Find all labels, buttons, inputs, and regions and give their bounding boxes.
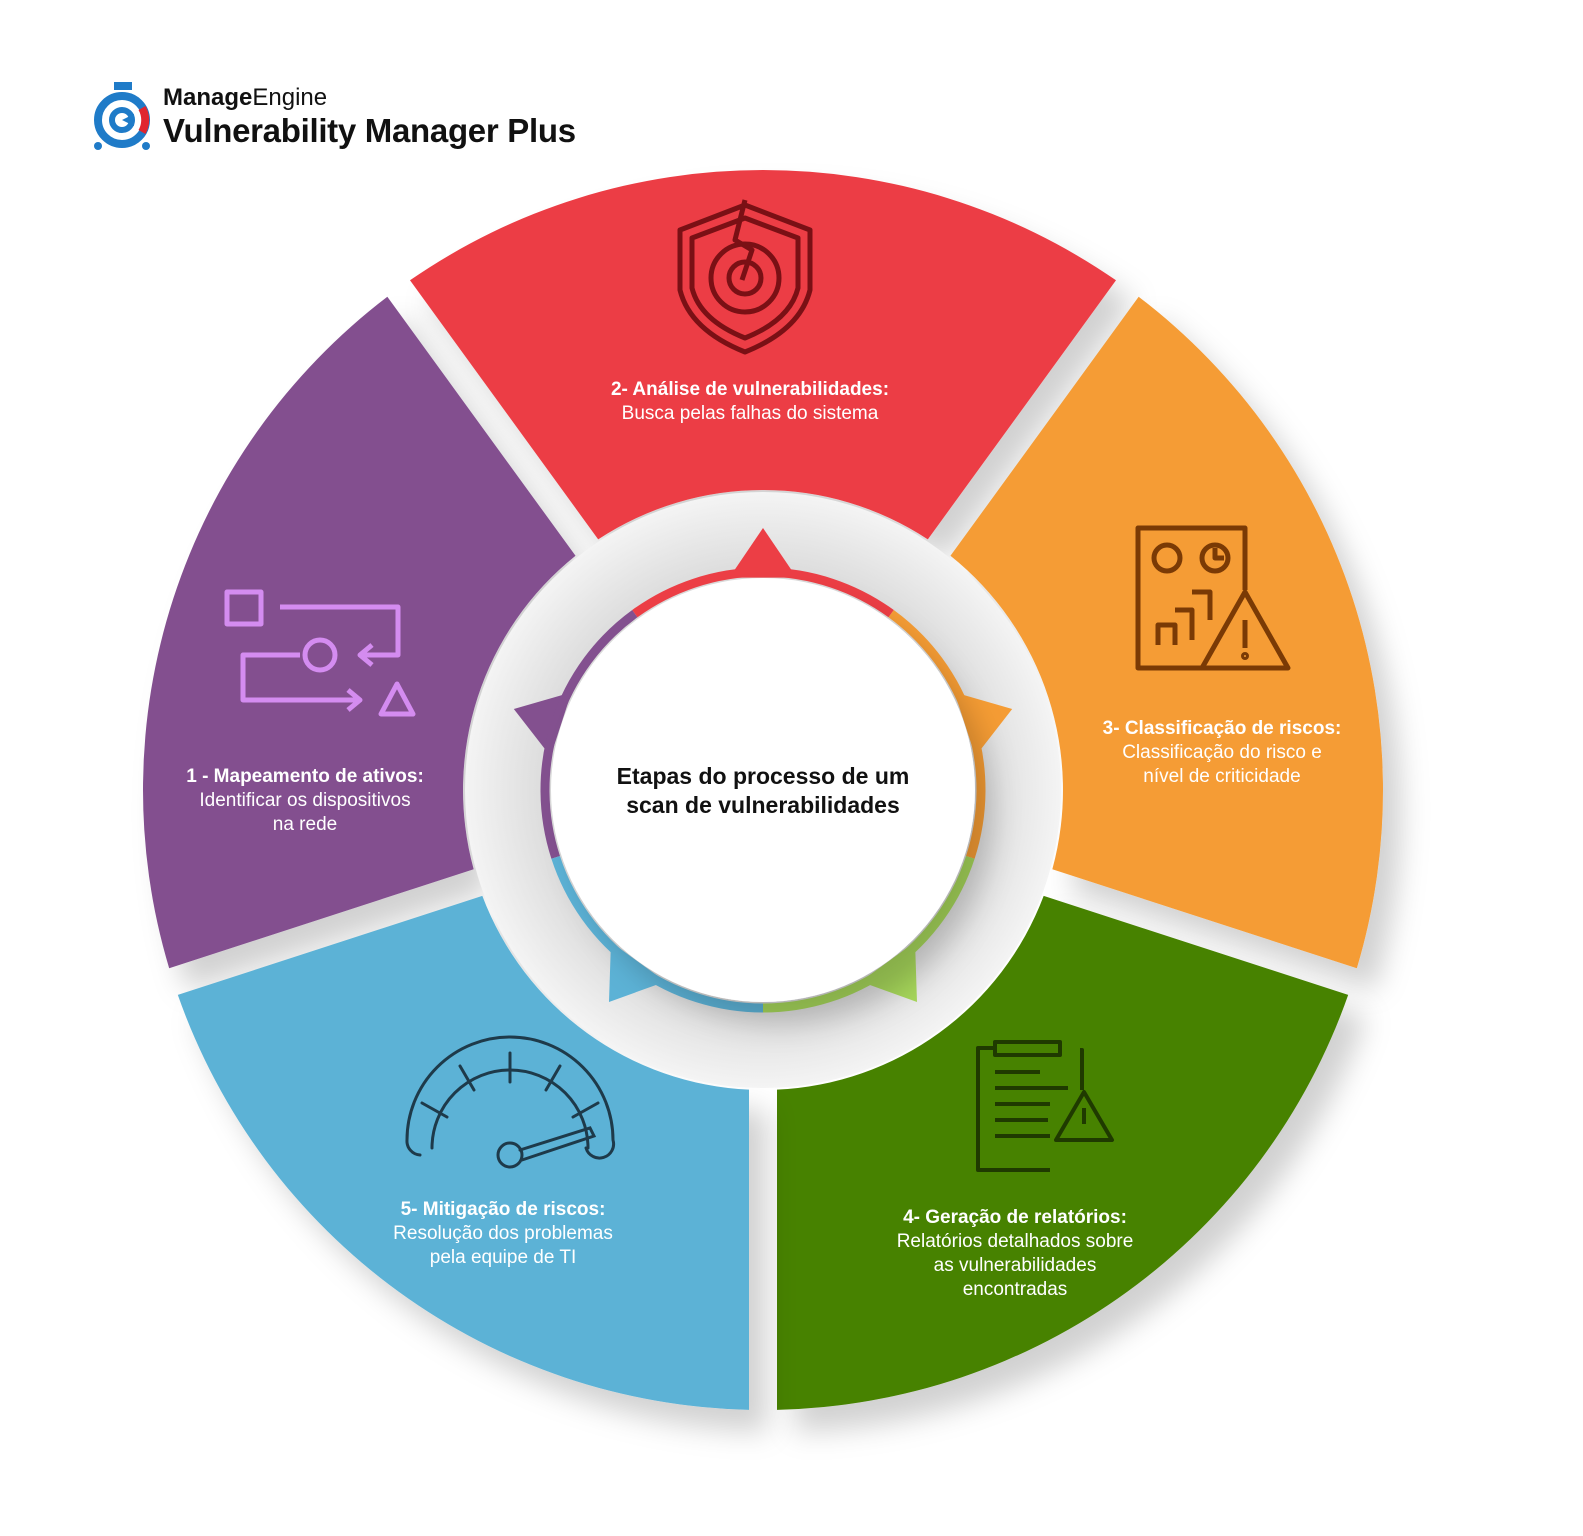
step-1-label: 1 - Mapeamento de ativos: Identificar os… bbox=[186, 765, 424, 837]
step-title: 3- Classificação de riscos: bbox=[1102, 718, 1342, 739]
step-5-label: 5- Mitigação de riscos: Resolução dos pr… bbox=[393, 1198, 613, 1270]
product-logo bbox=[92, 80, 154, 152]
step-1-segment bbox=[143, 296, 576, 969]
step-3-label: 3- Classificação de riscos: Classificaçã… bbox=[1103, 717, 1342, 789]
step-title: 5- Mitigação de riscos: bbox=[400, 1199, 606, 1220]
step-2-ring-arc bbox=[632, 567, 894, 618]
manageengine-logo-icon bbox=[94, 82, 150, 150]
step-title: 4- Geração de relatórios: bbox=[903, 1207, 1127, 1228]
center-title-line1: Etapas do processo de um bbox=[616, 763, 910, 789]
step-4-ring-arc bbox=[762, 855, 975, 1013]
company-name: ManageEngine bbox=[163, 84, 327, 112]
step-5-ring-arc bbox=[551, 855, 764, 1013]
gauge-icon bbox=[405, 1035, 616, 1169]
step-desc: Busca pelas falhas do sistema bbox=[621, 403, 879, 424]
center-title: Etapas do processo de um scan de vulnera… bbox=[617, 762, 910, 820]
step-2-segment bbox=[409, 169, 1117, 540]
center-title-line2: scan de vulnerabilidades bbox=[626, 792, 900, 818]
step-desc: Relatórios detalhados sobre bbox=[896, 1231, 1134, 1252]
step-desc: as vulnerabilidades bbox=[933, 1255, 1097, 1276]
step-4-label: 4- Geração de relatórios: Relatórios det… bbox=[897, 1206, 1134, 1302]
asset-mapping-icon bbox=[224, 589, 416, 717]
step-desc: nível de criticidade bbox=[1143, 766, 1301, 787]
company-name-rest: Engine bbox=[252, 84, 328, 111]
step-2-label: 2- Análise de vulnerabilidades: Busca pe… bbox=[611, 378, 889, 426]
report-warning-icon bbox=[976, 1040, 1114, 1172]
step-3-ring-arc bbox=[888, 609, 986, 859]
step-desc: Identificar os dispositivos bbox=[199, 790, 411, 811]
step-1-ring-arc bbox=[540, 609, 638, 859]
step-desc: Resolução dos problemas bbox=[393, 1223, 613, 1244]
shield-gear-icon bbox=[677, 199, 813, 355]
product-name: Vulnerability Manager Plus bbox=[163, 112, 576, 149]
risk-chart-warning-icon bbox=[1135, 525, 1291, 671]
step-2-pointer-icon bbox=[729, 528, 797, 578]
step-desc: encontradas bbox=[962, 1279, 1068, 1300]
step-5-segment bbox=[177, 895, 750, 1410]
step-desc: na rede bbox=[272, 814, 338, 835]
step-desc: pela equipe de TI bbox=[429, 1247, 577, 1268]
center-circle bbox=[551, 578, 975, 1002]
step-3-segment bbox=[950, 296, 1383, 969]
step-4-segment bbox=[777, 895, 1349, 1410]
step-title: 2- Análise de vulnerabilidades: bbox=[610, 379, 890, 400]
company-name-bold: Manage bbox=[163, 84, 253, 111]
step-title: 1 - Mapeamento de ativos: bbox=[186, 766, 424, 787]
step-desc: Classificação do risco e bbox=[1122, 742, 1322, 763]
